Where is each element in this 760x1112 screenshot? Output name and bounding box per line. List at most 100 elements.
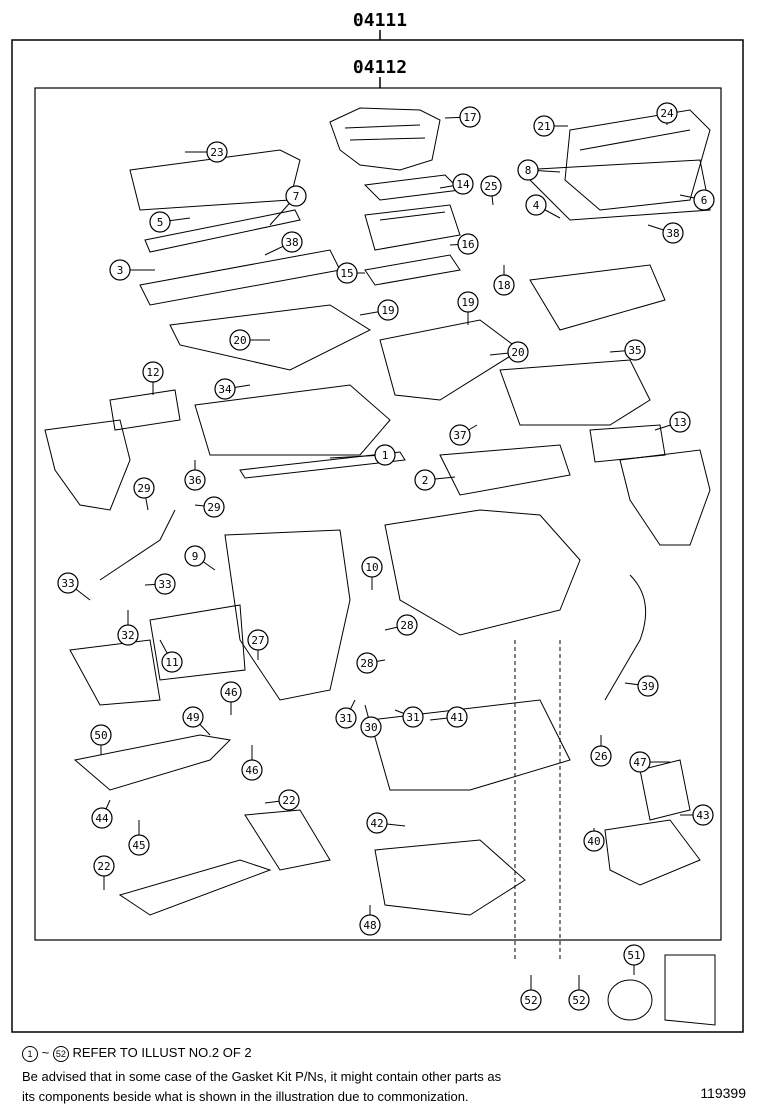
callout-number: 40 xyxy=(587,835,600,848)
oil-filter-bracket-sketch xyxy=(639,759,691,821)
callout-15: 15 xyxy=(336,262,365,284)
callout-number: 10 xyxy=(365,561,378,574)
callout-3: 3 xyxy=(109,259,155,281)
intake-plenum-sketch xyxy=(329,107,441,171)
callout-number: 20 xyxy=(511,346,524,359)
callout-19: 19 xyxy=(359,299,399,321)
rear-seal-retainer-sketch xyxy=(664,954,716,1026)
callout-balloon xyxy=(568,989,590,1011)
callout-balloon xyxy=(133,477,155,499)
callout-number: 42 xyxy=(370,817,383,830)
callout-balloon xyxy=(149,211,171,233)
callout-balloon xyxy=(184,545,206,567)
callout-balloon xyxy=(590,745,612,767)
head-cover-gasket-right-sketch xyxy=(518,159,711,221)
oil-pipe-sketch xyxy=(99,509,176,581)
callout-number: 25 xyxy=(484,180,497,193)
callout-balloon xyxy=(229,329,251,351)
water-hose-upper-sketch xyxy=(244,809,331,871)
camshaft-housing-left-sketch xyxy=(139,249,341,306)
head-gasket-right-sketch xyxy=(439,444,571,496)
callout-number: 22 xyxy=(282,794,295,807)
callout-29: 29 xyxy=(133,477,155,511)
oil-level-gauge-sketch xyxy=(604,574,647,701)
callout-balloon xyxy=(459,106,481,128)
callout-number: 4 xyxy=(533,199,540,212)
intake-manifold-sketch xyxy=(364,204,461,251)
callout-number: 34 xyxy=(218,383,232,396)
callout-number: 32 xyxy=(121,629,134,642)
callout-45: 45 xyxy=(128,820,150,856)
callout-32: 32 xyxy=(117,610,139,646)
callout-52: 52 xyxy=(520,975,542,1011)
callout-25: 25 xyxy=(480,175,502,206)
callout-balloon xyxy=(360,716,382,738)
callout-44: 44 xyxy=(91,799,113,829)
callout-balloon xyxy=(182,706,204,728)
callout-number: 23 xyxy=(210,146,223,159)
camshaft-housing-right-sketch xyxy=(529,264,666,331)
callout-number: 47 xyxy=(633,756,646,769)
parts-diagram: 04111 04112 xyxy=(11,10,744,1033)
callout-balloon xyxy=(624,339,646,361)
callout-42: 42 xyxy=(366,812,406,834)
callout-balloon xyxy=(206,141,228,163)
callout-number: 46 xyxy=(224,686,237,699)
refer-text: REFER TO ILLUST NO.2 OF 2 xyxy=(72,1045,252,1060)
callout-number: 33 xyxy=(158,578,171,591)
callout-number: 22 xyxy=(97,860,110,873)
callout-balloon xyxy=(91,807,113,829)
callout-number: 2 xyxy=(422,474,429,487)
callout-47: 47 xyxy=(629,751,670,773)
callout-number: 41 xyxy=(450,711,463,724)
callout-14: 14 xyxy=(439,173,474,195)
callout-balloon xyxy=(525,194,547,216)
callout-number: 21 xyxy=(537,120,550,133)
callout-30: 30 xyxy=(360,704,382,738)
callout-balloon xyxy=(57,572,79,594)
cylinder-head-right-sketch xyxy=(499,359,651,426)
callout-balloon xyxy=(361,556,383,578)
callout-40: 40 xyxy=(583,828,605,852)
callout-20: 20 xyxy=(489,341,529,363)
callout-number: 45 xyxy=(132,839,145,852)
oil-pan-lower-sketch xyxy=(374,839,526,916)
callout-balloon xyxy=(520,989,542,1011)
callout-number: 37 xyxy=(453,429,466,442)
callout-49: 49 xyxy=(182,706,211,736)
callout-number: 36 xyxy=(188,474,201,487)
callout-38: 38 xyxy=(264,231,303,256)
callout-22: 22 xyxy=(264,789,300,811)
callout-6: 6 xyxy=(679,189,715,211)
callout-balloon xyxy=(93,855,115,877)
callout-balloon xyxy=(457,233,479,255)
callout-balloon xyxy=(637,675,659,697)
callout-number: 17 xyxy=(463,111,476,124)
callout-28: 28 xyxy=(356,652,386,674)
water-pump-gasket-sketch xyxy=(149,604,246,681)
callout-balloon xyxy=(214,378,236,400)
callout-number: 6 xyxy=(701,194,708,207)
callout-number: 20 xyxy=(233,334,246,347)
callout-number: 24 xyxy=(660,107,674,120)
callout-8: 8 xyxy=(517,159,561,181)
callout-balloon xyxy=(184,469,206,491)
callout-balloon xyxy=(452,173,474,195)
valve-set-right-sketch xyxy=(379,319,521,401)
callout-balloon xyxy=(446,706,468,728)
illustration-number: 119399 xyxy=(700,1085,746,1101)
callout-number: 48 xyxy=(363,919,376,932)
exhaust-manifold-left-sketch xyxy=(44,419,131,511)
callout-number: 52 xyxy=(572,994,585,1007)
callout-12: 12 xyxy=(142,361,164,395)
callout-10: 10 xyxy=(361,556,383,590)
callout-balloon xyxy=(377,299,399,321)
callout-number: 13 xyxy=(673,416,686,429)
callout-balloon xyxy=(623,944,645,966)
callout-balloon xyxy=(203,496,225,518)
head-gasket-left-sketch xyxy=(239,451,406,479)
callout-number: 51 xyxy=(627,949,640,962)
callout-balloon xyxy=(662,222,684,244)
callout-balloon xyxy=(693,189,715,211)
callout-balloon xyxy=(335,707,357,729)
